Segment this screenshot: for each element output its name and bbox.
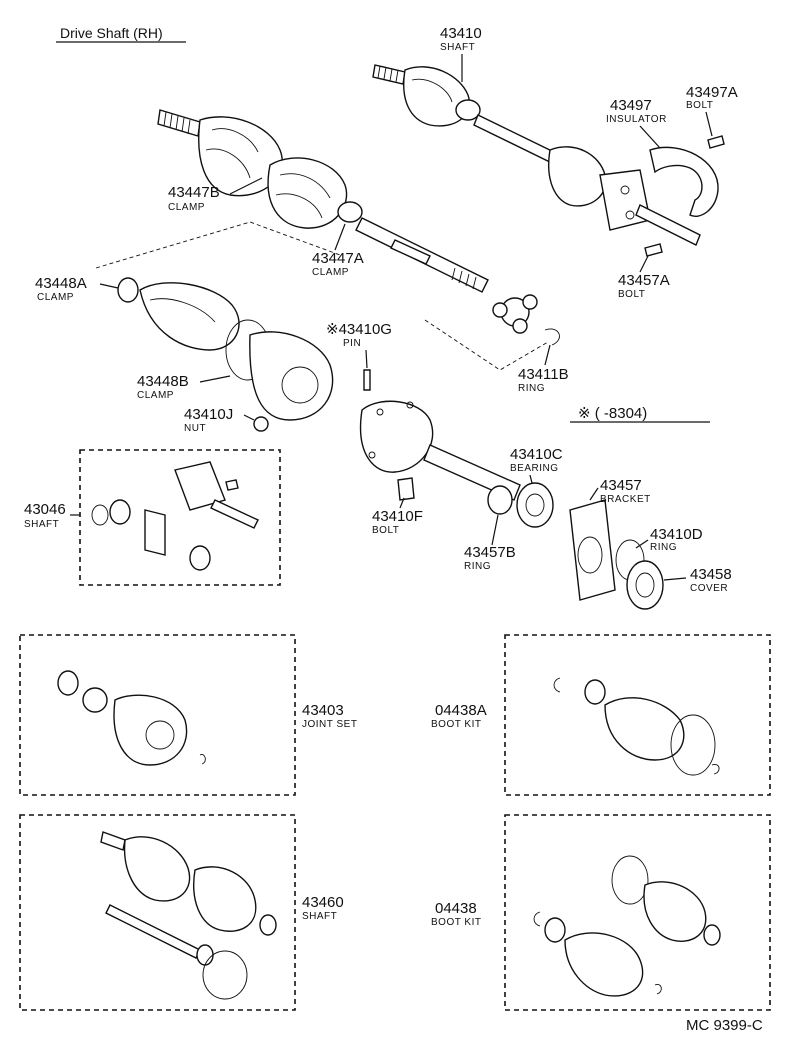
- note-range-label: ※ ( -8304): [578, 405, 647, 422]
- part-number-43457A: 43457A: [618, 272, 670, 289]
- kit-box-04438: [504, 814, 771, 1011]
- part-number-04438: 04438: [435, 900, 477, 917]
- part-name-04438A: BOOT KIT: [431, 719, 482, 730]
- kit-43460-illustration: [100, 831, 277, 1000]
- footer-code: MC 9399-C: [686, 1017, 763, 1034]
- part-name-43410J: NUT: [184, 423, 206, 434]
- kit-box-04438A: [504, 634, 771, 796]
- kit-43046-illustration: [91, 461, 259, 571]
- kit-43403-illustration: [57, 670, 206, 766]
- leader-43458: [663, 577, 687, 581]
- part-number-43411B: 43411B: [518, 366, 569, 383]
- shaft-43410-illustration: [372, 64, 725, 257]
- part-number-43447B: 43447B: [168, 184, 220, 201]
- part-number-43046: 43046: [24, 501, 66, 518]
- part-name-43460: SHAFT: [302, 911, 337, 922]
- part-number-43403: 43403: [302, 702, 344, 719]
- part-number-43410J: 43410J: [184, 406, 233, 423]
- part-name-04438: BOOT KIT: [431, 917, 482, 928]
- leader-43410F: [399, 497, 405, 509]
- part-name-43410: SHAFT: [440, 42, 475, 53]
- part-number-43497: 43497: [610, 97, 652, 114]
- leader-43448B: [199, 375, 231, 383]
- kit-box-43460: [19, 814, 296, 1011]
- outer-joint-illustration: [117, 277, 334, 432]
- part-name-43448B: CLAMP: [137, 390, 174, 401]
- part-name-43457B: RING: [464, 561, 491, 572]
- part-name-43447B: CLAMP: [168, 202, 205, 213]
- part-number-43457B: 43457B: [464, 544, 516, 561]
- group-bracket-line: [424, 319, 549, 371]
- leader-43497A: [705, 111, 713, 137]
- part-number-43457: 43457: [600, 477, 642, 494]
- part-number-43410G: ※43410G: [326, 321, 392, 338]
- diagram-title: Drive Shaft (RH): [60, 25, 163, 41]
- leader-43457B: [491, 514, 499, 546]
- bearing-bracket-illustration: [359, 400, 664, 610]
- kit-04438-illustration: [533, 855, 721, 997]
- part-number-43410D: 43410D: [650, 526, 703, 543]
- part-number-43410: 43410: [440, 25, 482, 42]
- part-name-43447A: CLAMP: [312, 267, 349, 278]
- part-name-43403: JOINT SET: [302, 719, 357, 730]
- part-number-43410C: 43410C: [510, 446, 563, 463]
- leader-43497: [639, 125, 661, 149]
- part-name-43411B: RING: [518, 383, 545, 394]
- kit-04438A-illustration: [553, 677, 720, 776]
- kit-box-43403: [19, 634, 296, 796]
- part-name-43410D: RING: [650, 542, 677, 553]
- part-name-43457: BRACKET: [600, 494, 651, 505]
- leader-43457: [589, 487, 599, 501]
- leader-43448A: [99, 283, 119, 289]
- part-name-43458: COVER: [690, 583, 728, 594]
- pin-illustration: [363, 369, 371, 391]
- leader-43410G: [365, 349, 368, 369]
- part-name-43448A: CLAMP: [37, 292, 74, 303]
- leader-43410J: [243, 414, 255, 421]
- part-name-43410G: PIN: [343, 338, 361, 349]
- part-name-43046: SHAFT: [24, 519, 59, 530]
- tripod-joint-illustration: [492, 294, 560, 346]
- leader-43410C: [529, 474, 533, 484]
- part-name-43497A: BOLT: [686, 100, 713, 111]
- group-bracket-line: [95, 221, 341, 269]
- part-number-43497A: 43497A: [686, 84, 738, 101]
- kit-box-43046: [79, 449, 281, 586]
- part-name-43497: INSULATOR: [606, 114, 667, 125]
- part-number-43448B: 43448B: [137, 373, 189, 390]
- leader-43457A: [639, 255, 649, 273]
- part-number-43460: 43460: [302, 894, 344, 911]
- leader-43411B: [544, 344, 551, 366]
- leader-43447B: [229, 177, 263, 195]
- part-number-04438A: 04438A: [435, 702, 487, 719]
- leader-43447A: [334, 223, 346, 251]
- leader-43410D: [635, 539, 649, 549]
- part-number-43447A: 43447A: [312, 250, 364, 267]
- part-name-43410C: BEARING: [510, 463, 559, 474]
- part-number-43410F: 43410F: [372, 508, 423, 525]
- part-number-43458: 43458: [690, 566, 732, 583]
- part-name-43457A: BOLT: [618, 289, 645, 300]
- part-name-43410F: BOLT: [372, 525, 399, 536]
- drive-shaft-assembly-illustration: [157, 109, 489, 293]
- part-number-43448A: 43448A: [35, 275, 87, 292]
